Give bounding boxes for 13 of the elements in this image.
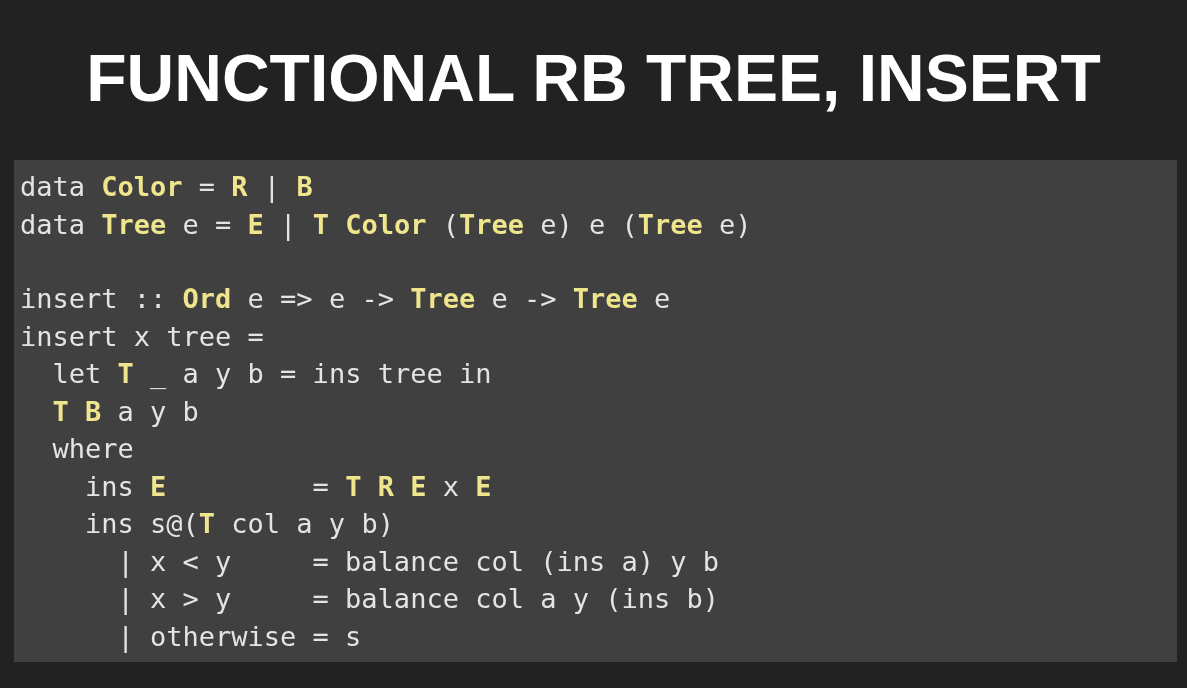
code-line: | otherwise = s	[116, 619, 362, 655]
slide-title: FUNCTIONAL RB TREE, INSERT	[86, 40, 1101, 116]
code-line: let T _ a y b = ins tree in	[51, 357, 492, 391]
code-line: where	[51, 432, 134, 466]
code-line: ins s@(T col a y b)	[84, 507, 394, 541]
code-line: ins E = T R E x E	[84, 469, 492, 504]
code-line: data Tree e = E | T Color (Tree e) e (Tree e)	[20, 207, 752, 243]
code-line: insert x tree =	[20, 319, 264, 354]
code-line: data Color = R | B	[20, 170, 313, 205]
code-line: | x < y = balance col (ins a) y b	[116, 544, 719, 580]
code-line: T B a y b	[51, 394, 199, 429]
code-line: insert :: Ord e => e -> Tree e -> Tree e	[20, 282, 671, 316]
code-line: | x > y = balance col a y (ins b)	[116, 582, 719, 617]
